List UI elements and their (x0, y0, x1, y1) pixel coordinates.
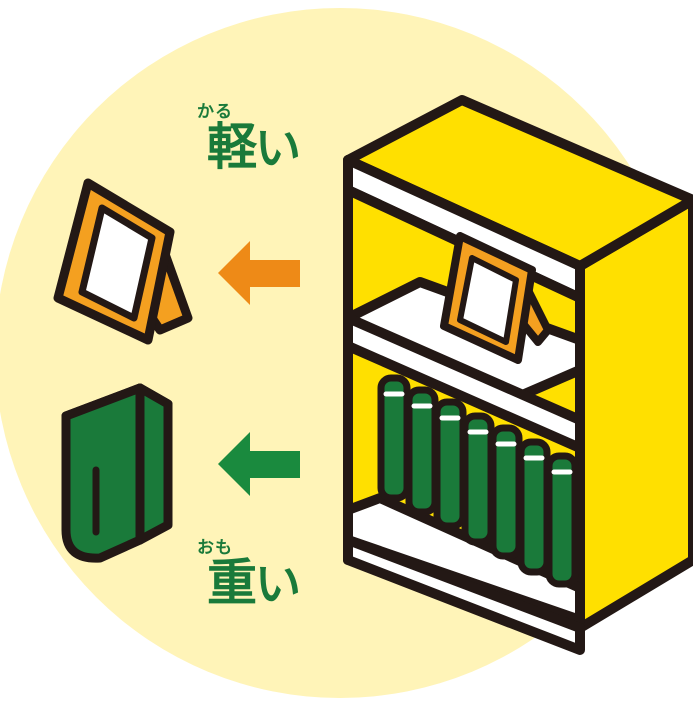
heavy-label: おも 重い (183, 540, 323, 610)
shelf-book (437, 402, 463, 526)
light-kana: い (255, 122, 299, 174)
book-icon (66, 388, 168, 558)
heavy-kana: い (255, 558, 299, 610)
shelf-book (549, 456, 575, 584)
light-kanji: 軽 (207, 121, 255, 173)
heavy-kanji: 重 (207, 557, 255, 609)
shelf-book (465, 416, 491, 542)
heavy-word: 重い (183, 557, 323, 610)
shelf-book (493, 428, 519, 556)
light-label: かる 軽い (183, 104, 323, 174)
shelf-book (521, 442, 547, 572)
light-word: 軽い (183, 121, 323, 174)
